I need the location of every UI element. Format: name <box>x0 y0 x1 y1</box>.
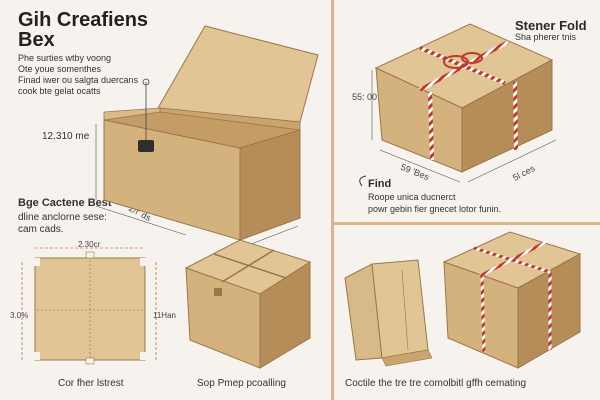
side-measure: 12.310 me <box>42 131 90 142</box>
desc-line3: Finad iwer ou salgta duercans <box>18 75 139 85</box>
box-caption: Sop Pmep pcoalling <box>197 378 286 389</box>
taped-box-illustration <box>184 239 312 369</box>
ribboned-box-illustration <box>359 23 557 187</box>
flat-inner-label: 6/530 <box>86 280 107 289</box>
right-title: Stener Fold <box>515 18 587 33</box>
vertical-divider <box>331 0 334 400</box>
flat-template-illustration <box>21 247 157 365</box>
desc-line4: cook bte gelat ocatts <box>18 86 101 96</box>
section-line2: cam cads. <box>18 224 64 235</box>
main-title-line1: Gih Creafiens <box>18 9 149 31</box>
dim-front-label: 2/f' ds <box>127 203 153 223</box>
dim-side-label: 1 6 der <box>242 202 272 224</box>
note-line1: Roope unica ducnerct <box>368 192 456 202</box>
right-height-label: 55: 00 <box>352 92 378 102</box>
right-subtitle: Sha pherer tnis <box>515 32 577 42</box>
ribboned-box-small-illustration <box>442 231 582 369</box>
main-title-line2: Bex <box>18 29 55 51</box>
section-line1: dline anclorne sese: <box>18 212 107 223</box>
bottom-right-caption: Coctile the tre tre comolbitl gffh cemat… <box>345 378 527 389</box>
fold-label: 23 25 <box>390 270 411 279</box>
flat-caption: Cor fher lstrest <box>58 378 124 389</box>
folding-sheet-illustration <box>344 259 433 367</box>
note-title: Find <box>368 178 392 190</box>
desc-line2: Ote youe somenthes <box>18 64 102 74</box>
desc-line1: Phe surties wtby voong <box>18 53 112 63</box>
note-line2: powr gebin fier gnecet lotor funin. <box>368 204 502 214</box>
flat-right-label: 11Han <box>153 311 176 320</box>
right-dim-side: 5l ces <box>511 163 537 183</box>
section-title: Bge Cactene Best <box>18 197 112 209</box>
horizontal-divider <box>334 222 600 225</box>
flat-top-label: 2.30cr <box>78 240 101 249</box>
right-dim-front: 59 'Bes <box>399 161 431 183</box>
flat-left-label: 3.0% <box>10 311 29 320</box>
